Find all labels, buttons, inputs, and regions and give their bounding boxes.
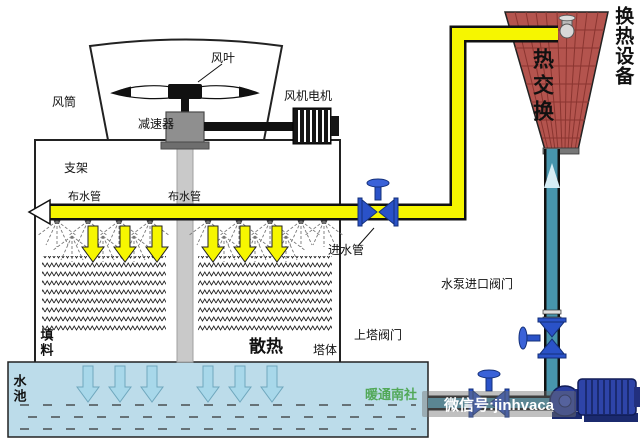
inlet-pipe-leader-line	[357, 227, 375, 247]
dist-pipe-label-right: 布水管	[168, 191, 201, 203]
pump	[549, 378, 640, 422]
center-shaft	[176, 147, 194, 363]
hot-water-pipe	[27, 25, 558, 226]
dist-pipe-label-left: 布水管	[68, 191, 101, 203]
water-pool	[7, 361, 429, 438]
reducer	[160, 111, 210, 150]
inlet-pipe-label: 进水管	[328, 243, 365, 257]
water-pool-label: 水池	[11, 374, 27, 404]
heat-exchange-equipment-label: 换热设备	[612, 6, 634, 86]
fan-motor	[292, 107, 339, 145]
fill-pack-label: 填料	[38, 328, 54, 358]
exchanger-top-fitting	[558, 14, 576, 39]
support-label: 支架	[64, 161, 89, 175]
tower-valve-label: 上塔阀门	[354, 328, 403, 342]
flow-arrow-up-icon	[544, 163, 560, 188]
fan-assembly	[110, 63, 260, 114]
fill-pack-right	[198, 256, 332, 332]
brand-watermark: 暖通南社	[365, 387, 418, 402]
tower-body-label: 塔体	[313, 343, 338, 357]
heat-dissipation-label: 散热	[249, 337, 283, 356]
reducer-label: 减速器	[138, 117, 175, 131]
pump-inlet-valve-label: 水泵进口阀门	[441, 277, 514, 291]
drive-shaft	[204, 122, 293, 131]
wechat-watermark: 微信号:jinhvaca	[422, 391, 576, 417]
heat-exchange-label: 热交换	[530, 48, 554, 126]
cold-water-pipe	[428, 149, 562, 411]
fan-blade-pointer-line	[197, 63, 223, 83]
fan-motor-label: 风机电机	[284, 89, 333, 103]
flow-arrow-left-icon	[27, 198, 51, 226]
air-duct-label: 风筒	[52, 95, 77, 109]
fill-pack-left	[42, 256, 166, 332]
fan-blade-label: 风叶	[211, 51, 236, 65]
